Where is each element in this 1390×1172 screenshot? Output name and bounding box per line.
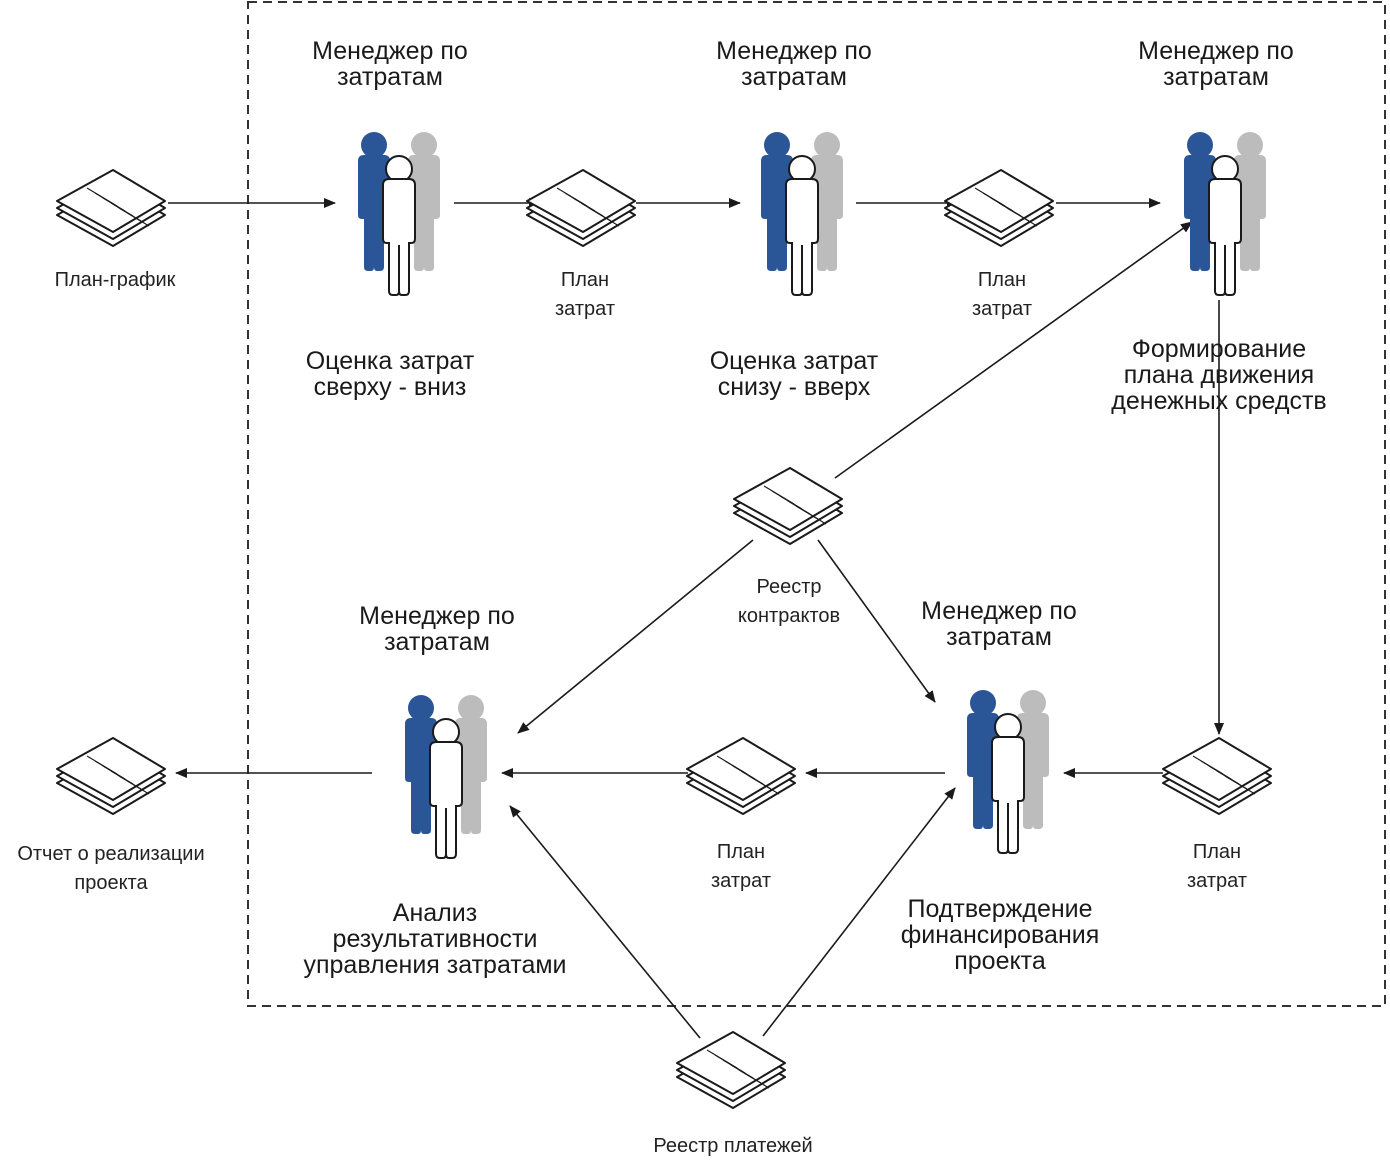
doc-reestr-platezhei-icon [676, 1031, 786, 1109]
arrow-reestr-platezhei-to-process-5 [762, 787, 956, 1037]
doc-plan-zatrat-1-icon [526, 169, 636, 247]
doc-plan-grafik-icon [56, 169, 166, 247]
system-boundary [247, 1, 1386, 1007]
arrow-reestr-platezhei-to-process-4 [509, 805, 701, 1039]
arrow-reestr-kontraktov-to-process-4 [517, 539, 754, 734]
doc-otchet-icon [56, 737, 166, 815]
doc-plan-zatrat-2-icon [944, 169, 1054, 247]
connectors [168, 198, 1224, 1039]
person-group-5-icon [967, 690, 1049, 854]
documents [56, 169, 1272, 1109]
arrow-reestr-kontraktov-to-process-5 [817, 539, 936, 703]
doc-plan-zatrat-3-icon [686, 737, 796, 815]
person-group-4-icon [405, 695, 487, 859]
doc-plan-zatrat-4-icon [1162, 737, 1272, 815]
arrow-reestr-kontraktov-to-process-3 [834, 221, 1193, 479]
doc-label-plan-grafik: План-график [54, 269, 176, 291]
person-group-3-icon [1184, 132, 1266, 296]
doc-reestr-kontraktov-icon [733, 467, 843, 545]
person-group-1-icon [358, 132, 440, 296]
doc-label-reestr-platezhei: Реестр платежей [653, 1135, 813, 1157]
person-group-2-icon [761, 132, 843, 296]
